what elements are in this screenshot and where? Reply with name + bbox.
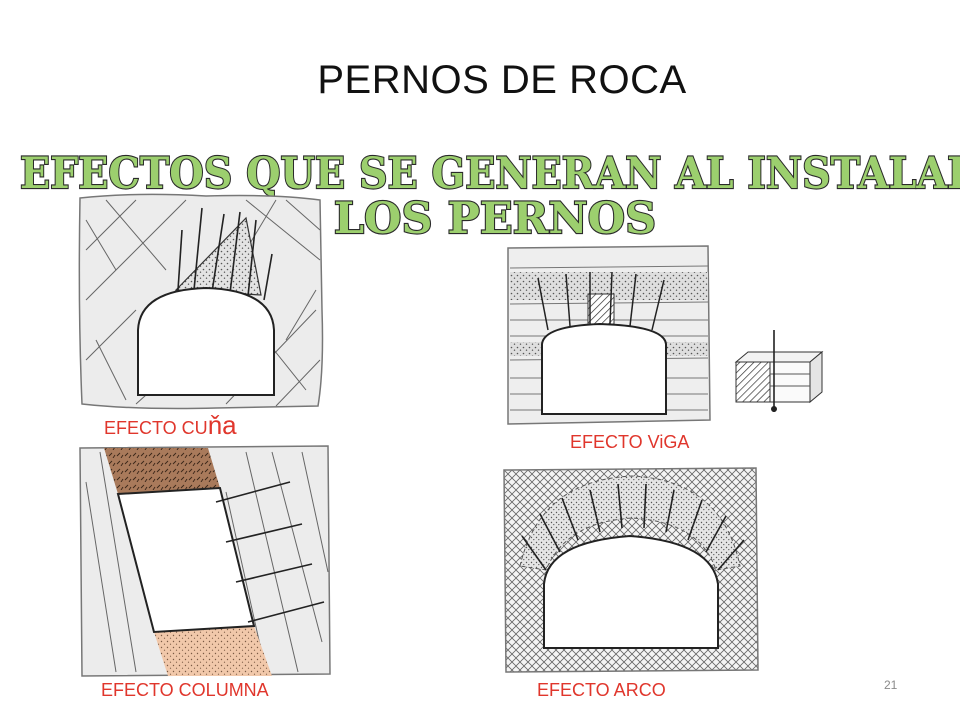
headline-line-1: EFECTOS QUE SE GENERAN AL INSTALAR: [20, 149, 960, 199]
rock-bolts: [521, 483, 745, 571]
column-bottom-layer: [154, 626, 272, 676]
tunnel-opening: [137, 286, 275, 396]
caption-wedge: EFECTO CUňa: [104, 410, 237, 441]
slide-title: PERNOS DE ROCA: [317, 58, 687, 102]
column-opening: [116, 486, 256, 634]
rock-bolts: [177, 207, 273, 301]
figure-column-effect: [79, 445, 331, 677]
figure-arch-effect: [503, 467, 759, 673]
figure-wedge-effect: [78, 193, 324, 410]
caption-beam: EFECTO ViGA: [570, 432, 690, 452]
column-top-layer: [104, 448, 220, 494]
beam-detail: [734, 330, 824, 412]
tunnel-opening: [541, 322, 667, 415]
headline-banner: EFECTOS QUE SE GENERAN AL INSTALAR LOS P…: [19, 148, 960, 245]
figure-beam-effect: [507, 245, 824, 425]
tunnel-opening: [543, 534, 719, 649]
page-number: 21: [884, 678, 898, 692]
compression-arch: [519, 475, 741, 571]
rock-bolts: [537, 271, 665, 331]
caption-wedge-tail: ňa: [207, 410, 237, 440]
caption-wedge-main: EFECTO CU: [104, 418, 208, 438]
rock-bolts: [215, 481, 325, 623]
caption-arch: EFECTO ARCO: [537, 680, 666, 700]
headline-line-2: LOS PERNOS: [334, 194, 656, 244]
caption-column: EFECTO COLUMNA: [101, 680, 269, 700]
